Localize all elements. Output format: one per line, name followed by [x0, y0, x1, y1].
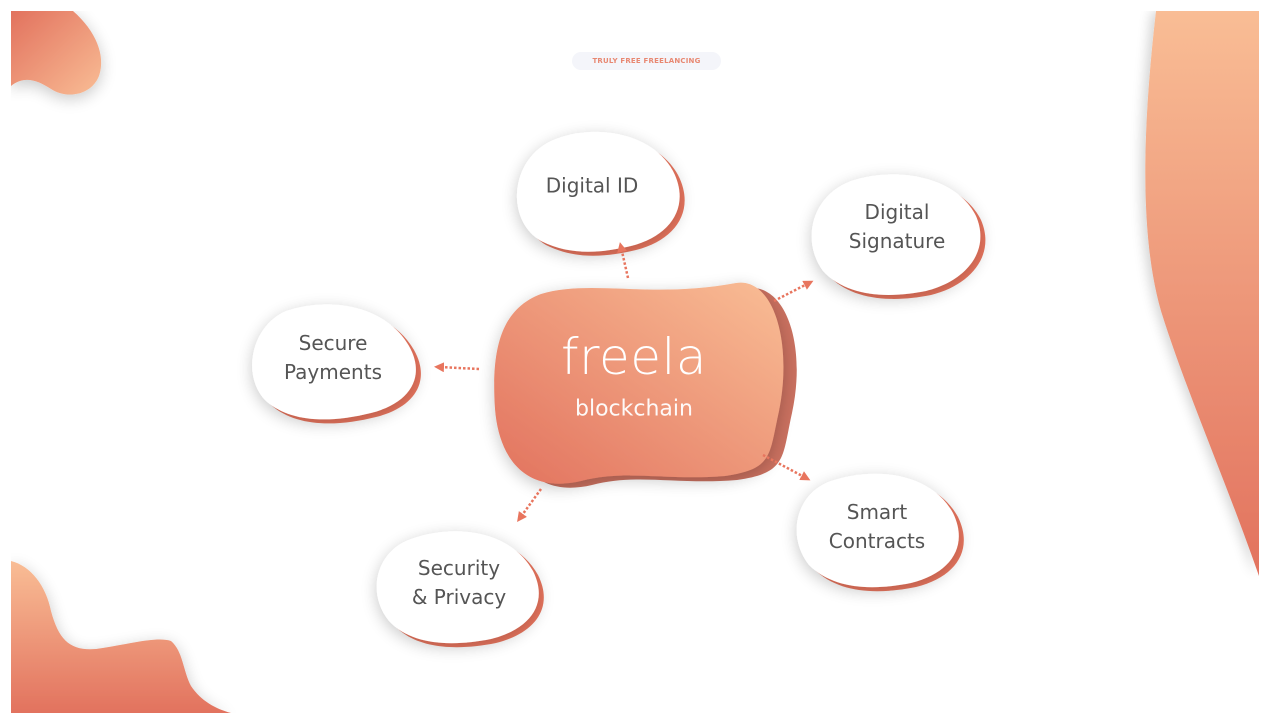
arrow-to-digital-id [617, 242, 630, 279]
edge-blob-right [1145, 11, 1259, 576]
node-label-line: Security [417, 556, 501, 580]
arrow-to-smart-contracts [762, 453, 811, 481]
corner-blob-bottom-left [11, 561, 231, 713]
node-label-digital-signature: Digital Signature [849, 198, 945, 256]
node-blob-security-privacy [376, 531, 544, 648]
center-blob [494, 282, 784, 484]
node-label-line: Signature [848, 229, 946, 253]
arrow-to-digital-signature [773, 280, 814, 303]
node-label-line: Contracts [828, 529, 926, 553]
node-blob-digital-id [516, 131, 685, 256]
arrow-to-security-privacy [517, 488, 543, 523]
diagram-graphics [11, 11, 1259, 713]
node-label-digital-id: Digital ID [546, 172, 639, 201]
node-label-line: Payments [284, 360, 382, 384]
node-label-secure-payments: Secure Payments [284, 329, 382, 387]
node-blob-secure-payments [252, 304, 421, 424]
arrow-to-secure-payments [434, 362, 480, 373]
node-label-line: & Privacy [411, 585, 507, 609]
center-title: freela [560, 328, 708, 386]
tagline-badge: TRULY FREE FREELANCING [572, 52, 721, 70]
node-label-line: Digital ID [545, 173, 639, 198]
node-label-line: Smart [846, 500, 908, 524]
node-label-line: Digital [864, 200, 930, 224]
node-label-line: Secure [298, 331, 368, 355]
diagram-canvas: TRULY FREE FREELANCING freela blockchain… [11, 11, 1259, 713]
node-blob-digital-signature [811, 174, 986, 299]
node-label-security-privacy: Security & Privacy [412, 554, 506, 612]
node-blob-smart-contracts [796, 473, 964, 592]
node-label-smart-contracts: Smart Contracts [829, 498, 925, 556]
corner-blob-top-left [11, 11, 102, 95]
center-subtitle: blockchain [575, 396, 693, 422]
